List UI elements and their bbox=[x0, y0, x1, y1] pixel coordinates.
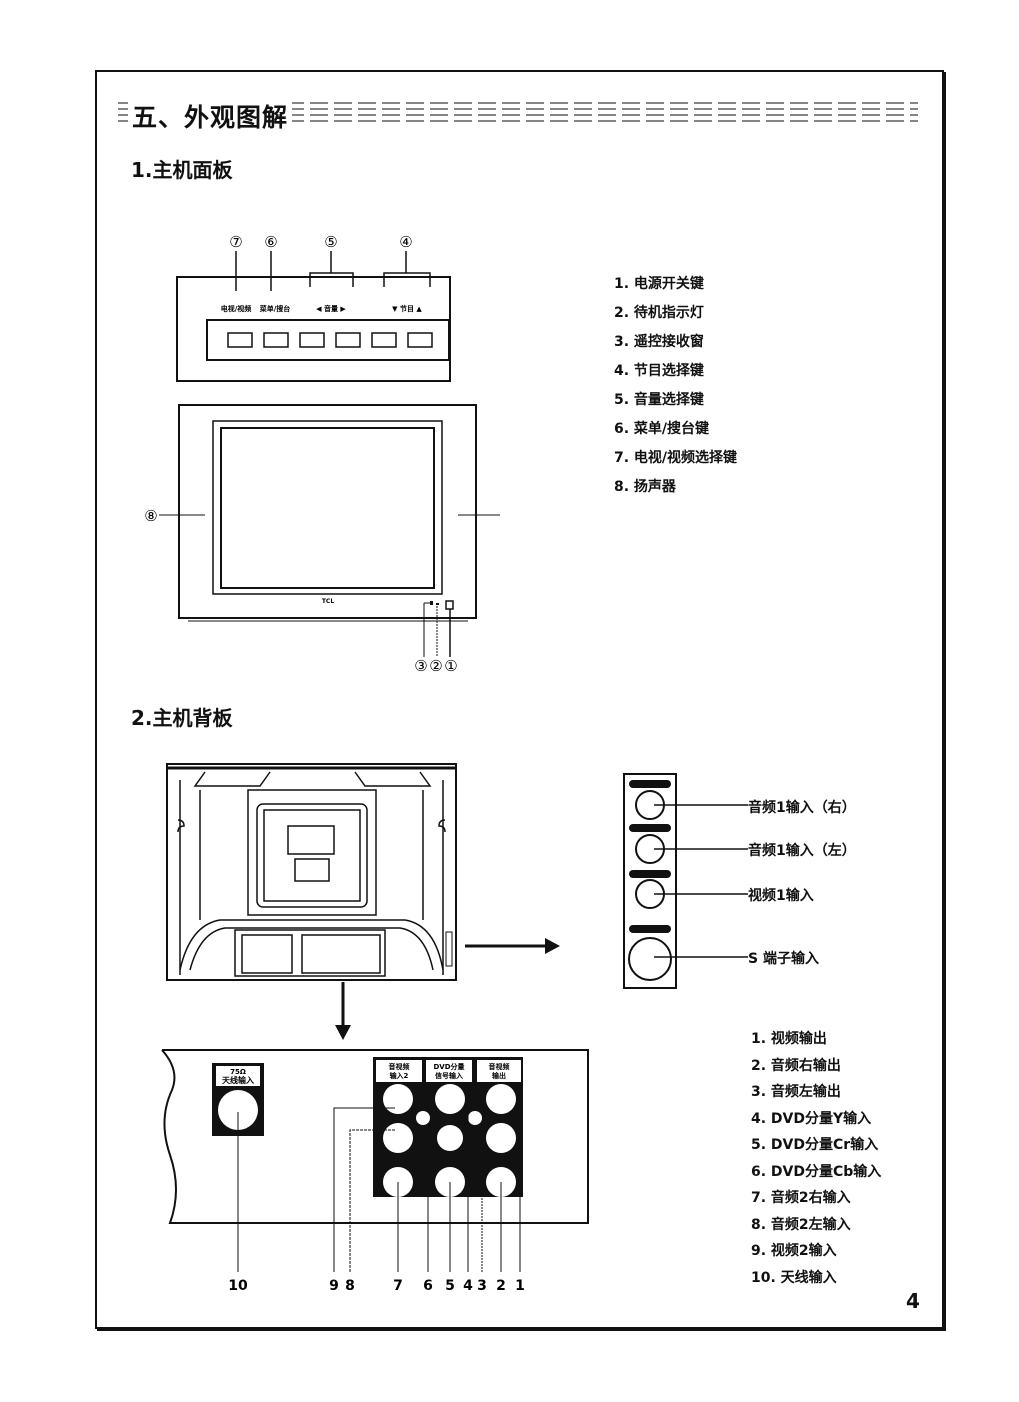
legend-item: 9. 视频2输入 bbox=[751, 1243, 837, 1259]
callout-8-left: ⑧ bbox=[144, 507, 157, 525]
remote-receiver bbox=[430, 601, 433, 605]
jack-number-5: 5 bbox=[445, 1278, 455, 1294]
antenna-jack bbox=[218, 1090, 258, 1130]
back-panel-heading: 2.主机背板 bbox=[131, 706, 233, 730]
jack-number-7: 7 bbox=[393, 1278, 403, 1294]
jack-number-8: 8 bbox=[345, 1278, 355, 1294]
legend-item: 4. 节目选择键 bbox=[614, 363, 704, 379]
jack-number-10: 10 bbox=[228, 1278, 248, 1294]
label-tv-av: 电视/视频 bbox=[221, 304, 252, 313]
side-jack-video1: 视频1输入 bbox=[748, 888, 814, 904]
callout-2: ② bbox=[429, 657, 442, 675]
legend-item: 3. 音频左输出 bbox=[751, 1084, 841, 1100]
standby-led bbox=[436, 603, 439, 605]
jack-circles bbox=[383, 1084, 516, 1197]
callout-7: ⑦ bbox=[229, 233, 242, 251]
side-jack-panel bbox=[623, 773, 677, 989]
legend-item: 7. 电视/视频选择键 bbox=[614, 450, 738, 466]
side-jack-audio1-left: 音频1输入（左） bbox=[748, 843, 856, 859]
legend-item: 5. 音量选择键 bbox=[614, 392, 704, 408]
legend-item: 4. DVD分量Y输入 bbox=[751, 1110, 872, 1127]
callout-4: ④ bbox=[399, 233, 412, 251]
back-legend: 1. 视频输出 2. 音频右输出 3. 音频左输出 4. DVD分量Y输入 5.… bbox=[751, 1026, 881, 1291]
legend-item: 3. 遥控接收窗 bbox=[614, 334, 704, 350]
jack-number-9: 9 bbox=[329, 1278, 339, 1294]
antenna-label-line2: 天线输入 bbox=[222, 1075, 254, 1085]
arrow-down-icon bbox=[335, 1025, 351, 1040]
group-av-in2-line1: 音视频 bbox=[389, 1062, 410, 1071]
page-title: 五、外观图解 bbox=[128, 98, 293, 134]
legend-item: 1. 电源开关键 bbox=[614, 276, 704, 292]
legend-item: 6. 菜单/搜台键 bbox=[614, 421, 710, 437]
side-jack-audio1-right: 音频1输入（右） bbox=[748, 800, 856, 816]
label-menu: 菜单/搜台 bbox=[259, 304, 291, 313]
arrow-right-icon bbox=[545, 938, 560, 954]
group-av-out-line2: 输出 bbox=[492, 1071, 506, 1080]
label-volume: ◀ 音量 ▶ bbox=[316, 304, 346, 313]
callout-1: ① bbox=[444, 657, 457, 675]
front-legend: 1. 电源开关键 2. 待机指示灯 3. 遥控接收窗 4. 节目选择键 5. 音… bbox=[614, 270, 737, 502]
front-diagram: ⑦ ⑥ ⑤ ④ 电视/视频 菜单/搜台 ◀ 音量 ▶ ▼ 节目 ▲ bbox=[144, 233, 500, 675]
jack-number-6: 6 bbox=[423, 1278, 433, 1294]
callout-3: ③ bbox=[414, 657, 427, 675]
legend-item: 7. 音频2右输入 bbox=[751, 1190, 851, 1206]
side-jack-leaders bbox=[654, 804, 748, 958]
legend-item: 8. 音频2左输入 bbox=[751, 1216, 851, 1233]
page-number: 4 bbox=[906, 1289, 920, 1313]
side-jack-svideo: S 端子输入 bbox=[748, 951, 819, 967]
jack-number-2: 2 bbox=[496, 1278, 506, 1294]
rear-connector-panel: 75Ω 天线输入 音视频 输入2 DVD分量 信号输入 音视频 输出 bbox=[161, 1049, 589, 1294]
legend-item: 5. DVD分量Cr输入 bbox=[751, 1137, 879, 1153]
callout-5: ⑤ bbox=[324, 233, 337, 251]
group-av-in2-line2: 输入2 bbox=[390, 1071, 409, 1080]
jack-number-3: 3 bbox=[477, 1278, 487, 1294]
legend-item: 10. 天线输入 bbox=[751, 1269, 837, 1286]
section-title-row: 五、外观图解 bbox=[118, 98, 918, 134]
jack-number-1: 1 bbox=[515, 1278, 525, 1294]
legend-item: 2. 音频右输出 bbox=[751, 1057, 841, 1074]
jack-number-4: 4 bbox=[463, 1278, 473, 1294]
group-dvd-line2: 信号输入 bbox=[435, 1071, 463, 1080]
page-frame bbox=[95, 70, 944, 1329]
rear-diagram bbox=[166, 763, 560, 1040]
antenna-label-line1: 75Ω bbox=[230, 1068, 246, 1076]
legend-item: 6. DVD分量Cb输入 bbox=[751, 1163, 882, 1180]
legend-item: 8. 扬声器 bbox=[614, 479, 676, 495]
callout-6: ⑥ bbox=[264, 233, 277, 251]
label-program: ▼ 节目 ▲ bbox=[392, 304, 422, 313]
group-dvd-line1: DVD分量 bbox=[433, 1062, 464, 1071]
front-panel-heading: 1.主机面板 bbox=[131, 158, 233, 182]
brand-logo: TCL bbox=[322, 598, 334, 605]
legend-item: 2. 待机指示灯 bbox=[614, 305, 704, 321]
group-av-out-line1: 音视频 bbox=[489, 1062, 510, 1071]
legend-item: 1. 视频输出 bbox=[751, 1031, 827, 1047]
